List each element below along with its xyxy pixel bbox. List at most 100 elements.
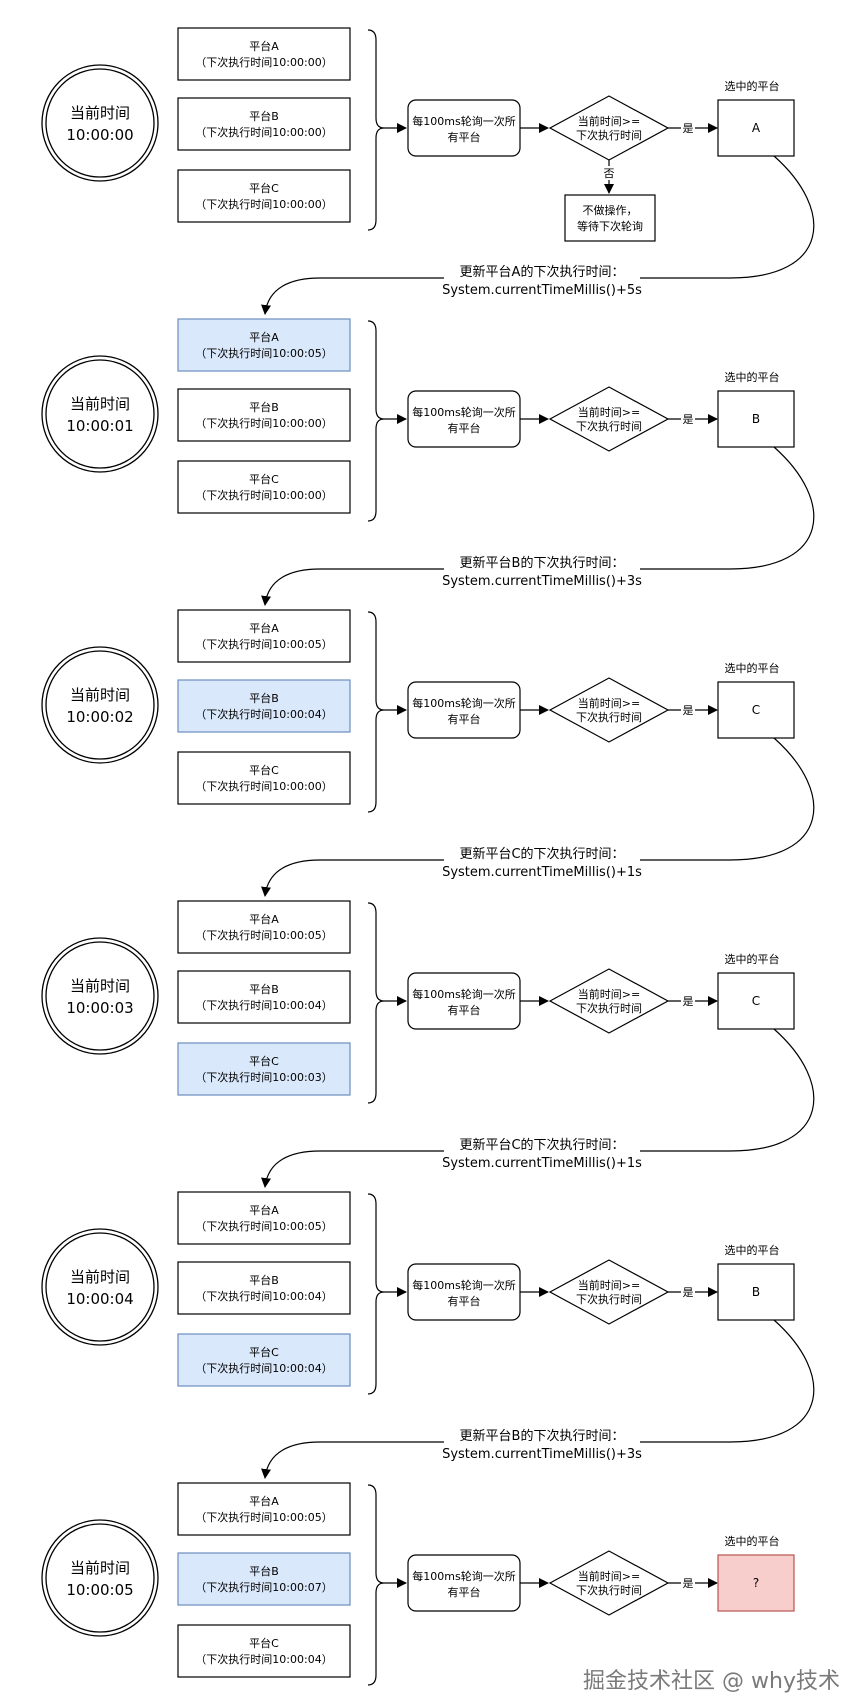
platform-name: 平台A — [249, 1203, 279, 1217]
clock-label: 当前时间 — [70, 686, 130, 704]
platform-next-time: （下次执行时间10:00:00） — [195, 779, 332, 793]
clock-inner-ring — [45, 1523, 155, 1633]
clock-inner-ring — [45, 359, 155, 469]
clock-label: 当前时间 — [70, 977, 130, 995]
selected-caption: 选中的平台 — [725, 1243, 780, 1257]
selected-caption: 选中的平台 — [725, 79, 780, 93]
platform-name: 平台C — [249, 1054, 279, 1068]
watermark-text: 掘金技术社区 @ why技术 — [583, 1669, 840, 1694]
decision-text-line2: 下次执行时间 — [576, 1583, 642, 1597]
yes-label: 是 — [683, 1577, 694, 1590]
clock-inner-ring — [45, 1232, 155, 1342]
platform-name: 平台B — [249, 109, 279, 123]
platform-name: 平台B — [249, 1564, 279, 1578]
platform-next-time: （下次执行时间10:00:05） — [195, 346, 332, 360]
clock-outer-ring — [41, 64, 159, 182]
platform-next-time: （下次执行时间10:00:07） — [195, 1580, 332, 1594]
poll-box — [407, 1263, 521, 1321]
clock-time: 10:00:02 — [66, 708, 133, 726]
poll-box — [407, 681, 521, 739]
update-label-bg — [444, 262, 640, 300]
poll-text-line1: 每100ms轮询一次所 — [412, 1569, 515, 1583]
platform-next-time: （下次执行时间10:00:00） — [195, 125, 332, 139]
poll-box — [407, 972, 521, 1030]
decision-text-line1: 当前时间>= — [578, 114, 640, 128]
platform-name: 平台B — [249, 691, 279, 705]
group-bracket — [367, 902, 385, 1104]
platform-name: 平台A — [249, 1494, 279, 1508]
step-2: 当前时间10:00:02平台A（下次执行时间10:00:05）平台B（下次执行时… — [41, 609, 815, 897]
selected-platform-value: ? — [753, 1576, 759, 1590]
selected-platform-box — [717, 390, 795, 448]
yes-label: 是 — [683, 413, 694, 426]
platform-name: 平台C — [249, 1345, 279, 1359]
update-connector — [261, 155, 815, 315]
update-text-line1: 更新平台C的下次执行时间： — [459, 846, 624, 862]
poll-box — [407, 99, 521, 157]
platform-box — [177, 27, 351, 81]
yes-label: 是 — [683, 122, 694, 135]
clock-inner-ring — [45, 650, 155, 760]
group-bracket — [367, 320, 385, 522]
selected-platform-value: C — [752, 994, 760, 1008]
clock-time: 10:00:03 — [66, 999, 133, 1017]
clock-outer-ring — [41, 646, 159, 764]
selected-caption: 选中的平台 — [725, 952, 780, 966]
yes-label-bg — [681, 1576, 695, 1590]
update-label-bg — [444, 844, 640, 882]
update-label-bg — [444, 1426, 640, 1464]
platform-box — [177, 900, 351, 954]
update-text-line1: 更新平台C的下次执行时间： — [459, 1137, 624, 1153]
poll-text-line1: 每100ms轮询一次所 — [412, 1278, 515, 1292]
platform-next-time: （下次执行时间10:00:04） — [195, 707, 332, 721]
step-0: 当前时间10:00:00平台A（下次执行时间10:00:00）平台B（下次执行时… — [41, 27, 815, 315]
yes-label-bg — [681, 412, 695, 426]
step-1: 当前时间10:00:01平台A（下次执行时间10:00:05）平台B（下次执行时… — [41, 318, 815, 606]
platform-box — [177, 1624, 351, 1678]
decision-text-line1: 当前时间>= — [578, 987, 640, 1001]
selected-platform-value: B — [752, 412, 760, 426]
platform-next-time: （下次执行时间10:00:04） — [195, 1361, 332, 1375]
decision-text-line1: 当前时间>= — [578, 405, 640, 419]
clock-label: 当前时间 — [70, 104, 130, 122]
selected-platform-box — [717, 99, 795, 157]
selected-platform-value: C — [752, 703, 760, 717]
update-text-line1: 更新平台B的下次执行时间： — [460, 555, 625, 571]
selected-platform-box — [717, 1263, 795, 1321]
decision-text-line1: 当前时间>= — [578, 1278, 640, 1292]
platform-box — [177, 751, 351, 805]
decision-diamond — [548, 95, 670, 161]
yes-label: 是 — [683, 704, 694, 717]
platform-box — [177, 169, 351, 223]
selected-caption: 选中的平台 — [725, 370, 780, 384]
platform-name: 平台C — [249, 181, 279, 195]
platform-box — [177, 1191, 351, 1245]
poll-box — [407, 1554, 521, 1612]
update-connector — [261, 446, 815, 606]
platform-next-time: （下次执行时间10:00:05） — [195, 928, 332, 942]
platform-name: 平台A — [249, 621, 279, 635]
update-text-line2: System.currentTimeMillis()+1s — [442, 865, 642, 880]
selected-platform-value: B — [752, 1285, 760, 1299]
platform-next-time: （下次执行时间10:00:00） — [195, 197, 332, 211]
yes-label: 是 — [683, 995, 694, 1008]
platform-name: 平台B — [249, 982, 279, 996]
update-text-line1: 更新平台A的下次执行时间： — [460, 264, 625, 280]
no-action-line2: 等待下次轮询 — [577, 219, 643, 233]
platform-next-time: （下次执行时间10:00:00） — [195, 488, 332, 502]
update-label-bg — [444, 1135, 640, 1173]
poll-text-line2: 有平台 — [448, 421, 481, 435]
no-action-line1: 不做操作， — [583, 203, 638, 217]
clock-inner-ring — [45, 68, 155, 178]
update-text-line2: System.currentTimeMillis()+3s — [442, 574, 642, 589]
selected-caption: 选中的平台 — [725, 1534, 780, 1548]
platform-name: 平台B — [249, 1273, 279, 1287]
update-label-bg — [444, 553, 640, 591]
platform-box — [177, 679, 351, 733]
poll-text-line1: 每100ms轮询一次所 — [412, 696, 515, 710]
platform-next-time: （下次执行时间10:00:05） — [195, 1510, 332, 1524]
clock-outer-ring — [41, 1519, 159, 1637]
platform-next-time: （下次执行时间10:00:00） — [195, 416, 332, 430]
clock-time: 10:00:00 — [66, 126, 133, 144]
